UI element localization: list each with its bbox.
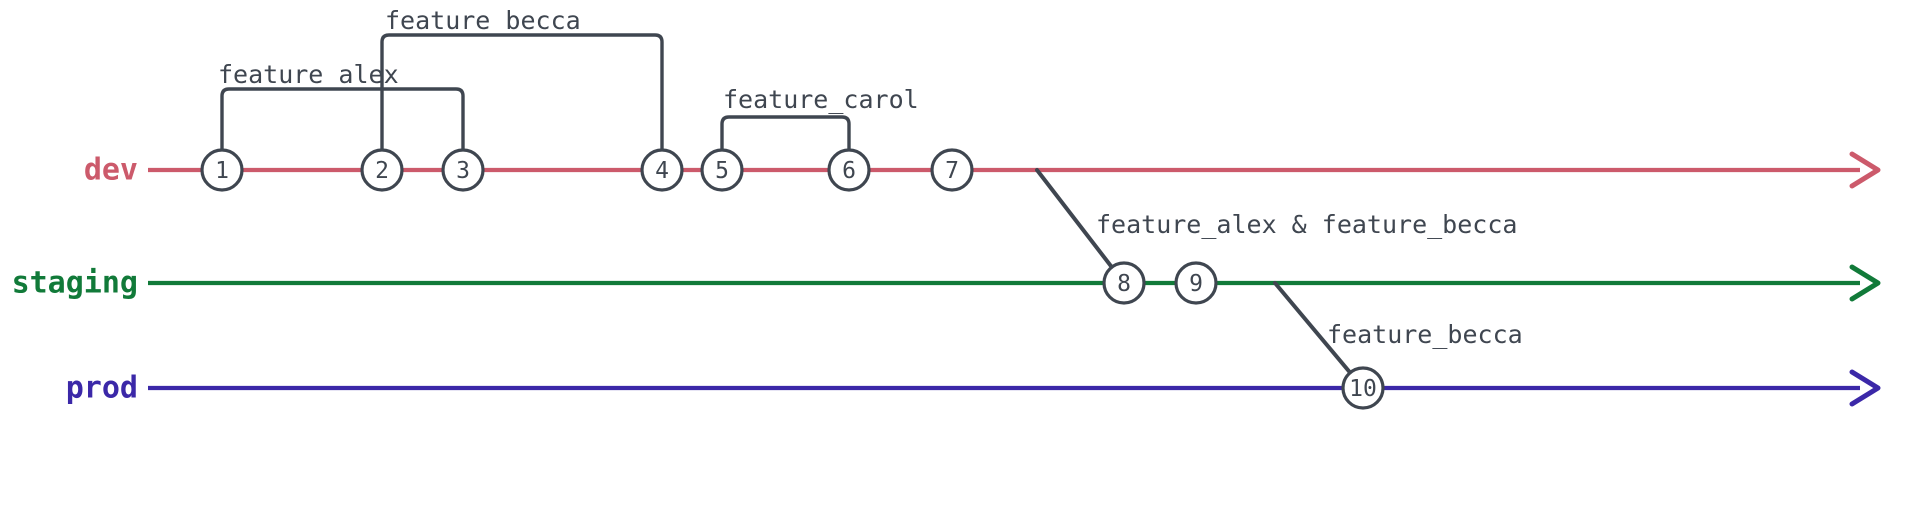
commit-number-4: 4	[655, 158, 669, 184]
commit-circle-2[interactable]	[360, 148, 404, 192]
commit-number-9: 9	[1189, 271, 1203, 297]
merge-label-dev-to-staging: feature_alex & feature_becca	[1096, 210, 1517, 239]
feature-bracket-label-feature_becca: feature_becca	[385, 6, 581, 35]
commit-node-4[interactable]: 4	[640, 148, 684, 192]
commit-circle-6[interactable]	[827, 148, 871, 192]
commit-circle-8[interactable]	[1102, 261, 1146, 305]
commit-node-10[interactable]: 10	[1341, 366, 1385, 410]
feature-bracket-feature_becca: feature_becca	[380, 6, 664, 172]
bracket-path-feature_carol	[720, 115, 851, 172]
lane-arrowhead-prod	[1849, 369, 1881, 407]
commit-circle-4[interactable]	[640, 148, 684, 192]
commit-number-10: 10	[1349, 376, 1377, 402]
merge-label-staging-to-prod: feature_becca	[1327, 320, 1523, 349]
commit-circle-3[interactable]	[441, 148, 485, 192]
commit-circle-9[interactable]	[1174, 261, 1218, 305]
commit-node-7[interactable]: 7	[930, 148, 974, 192]
lane-group-dev: dev	[84, 151, 1881, 189]
merge-staging-to-prod: feature_becca	[1273, 281, 1523, 390]
commit-node-3[interactable]: 3	[441, 148, 485, 192]
commit-number-2: 2	[375, 158, 389, 184]
lane-arrowhead-dev	[1849, 151, 1881, 189]
commit-node-layer: 1 2 3 4 5 6 7 8 9 10	[200, 148, 1385, 410]
commit-circle-1[interactable]	[200, 148, 244, 192]
merge-line-staging-to-prod	[1273, 281, 1365, 390]
lane-label-dev: dev	[84, 153, 138, 188]
commit-node-6[interactable]: 6	[827, 148, 871, 192]
commit-node-8[interactable]: 8	[1102, 261, 1146, 305]
bracket-path-feature_becca	[380, 33, 664, 172]
commit-number-1: 1	[215, 158, 229, 184]
merge-line-dev-to-staging	[1035, 168, 1126, 285]
lane-group-staging: staging	[12, 264, 1881, 302]
commit-number-6: 6	[842, 158, 856, 184]
merge-dev-to-staging: feature_alex & feature_becca	[1035, 168, 1517, 285]
commit-number-8: 8	[1117, 271, 1131, 297]
lane-group-prod: prod	[66, 369, 1881, 407]
bracket-path-feature_alex	[220, 87, 465, 172]
commit-node-9[interactable]: 9	[1174, 261, 1218, 305]
commit-circle-5[interactable]	[700, 148, 744, 192]
feature-bracket-feature_alex: feature_alex	[218, 60, 465, 172]
lane-label-prod: prod	[66, 371, 138, 406]
lane-arrowhead-staging	[1849, 264, 1881, 302]
commit-number-5: 5	[715, 158, 729, 184]
commit-number-7: 7	[945, 158, 959, 184]
commit-node-5[interactable]: 5	[700, 148, 744, 192]
commit-circle-10[interactable]	[1341, 366, 1385, 410]
commit-number-3: 3	[456, 158, 470, 184]
commit-node-2[interactable]: 2	[360, 148, 404, 192]
feature-bracket-label-feature_alex: feature_alex	[218, 60, 399, 89]
commit-node-1[interactable]: 1	[200, 148, 244, 192]
feature-bracket-feature_carol: feature_carol	[720, 85, 919, 172]
feature-bracket-label-feature_carol: feature_carol	[723, 85, 919, 114]
lane-label-staging: staging	[12, 266, 138, 301]
commit-circle-7[interactable]	[930, 148, 974, 192]
